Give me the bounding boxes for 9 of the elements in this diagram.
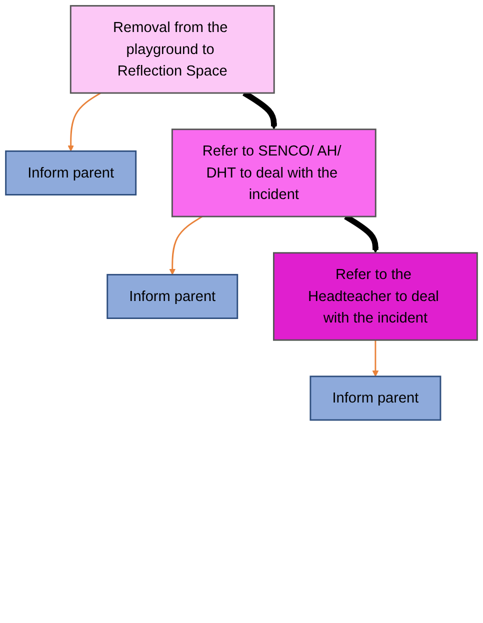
node-box: Inform parent	[5, 150, 137, 196]
arrow	[169, 216, 203, 275]
node-box: Refer to the Headteacher to deal with the incident	[273, 252, 478, 341]
node-box: Inform parent	[106, 274, 238, 319]
arrow	[68, 92, 102, 152]
arrow	[372, 340, 379, 377]
node-box: Refer to SENCO/ AH/ DHT to deal with the incident	[171, 128, 376, 218]
node-box: Removal from the playground to Reflection Space	[70, 5, 275, 94]
node-box: Inform parent	[310, 376, 442, 421]
